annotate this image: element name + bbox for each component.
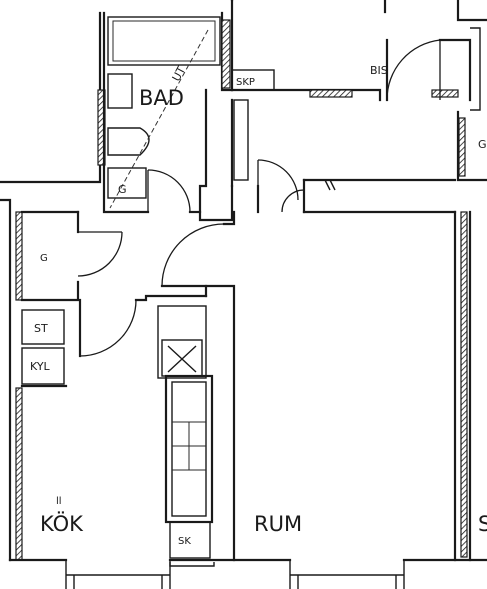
bathroom [102, 11, 234, 222]
counter-grid [172, 421, 206, 471]
toilet [107, 127, 150, 156]
wall-hatch-bath-right [221, 19, 231, 89]
door-arc-entrance [386, 39, 441, 101]
interior-walls [20, 178, 457, 562]
label-sk: SK [178, 536, 191, 547]
door-arc-bath [147, 169, 191, 213]
wall-hatch-kitchen-upper [15, 211, 23, 301]
label-kyl: KYL [30, 360, 51, 373]
closet-area [230, 0, 387, 214]
label-rum: RUM [254, 512, 302, 536]
label-tick: ll [56, 496, 62, 507]
label-g-right: G [478, 138, 487, 151]
bathtub-inner [112, 20, 216, 62]
box-kyl [21, 347, 65, 385]
label-bad: BAD [139, 86, 184, 110]
door-arc-hall-closet [77, 231, 123, 277]
closet-strip [233, 99, 249, 181]
label-skp: SKP [236, 77, 255, 88]
box-sk [169, 521, 211, 559]
cabinet-bath [107, 167, 147, 199]
box-st [21, 309, 65, 345]
stove [161, 339, 203, 377]
wall-hatch-top-center [309, 89, 353, 98]
door-marks-room [324, 179, 336, 191]
wall-hatch-entrance [431, 89, 459, 98]
door-arc-closet [257, 159, 299, 201]
counter-base [169, 562, 215, 567]
door-arc-room [161, 223, 225, 287]
ventilation-line [109, 29, 209, 209]
label-st: ST [34, 322, 48, 335]
exterior-walls [0, 11, 487, 589]
kitchen-counter [157, 305, 215, 567]
label-g-hall: G [40, 253, 48, 264]
wall-hatch-right-g [458, 117, 466, 177]
label-kok: KÖK [40, 511, 84, 536]
label-edge-s: S [478, 512, 487, 536]
label-ut: UT [170, 64, 189, 83]
washbasin [107, 73, 133, 109]
window-room [289, 560, 405, 589]
stove-cross [167, 345, 197, 373]
wall-hatch-room-right [460, 211, 468, 558]
window-kitchen [65, 560, 171, 589]
labels: BAD KÖK RUM SKP BIS ST KYL SK G G G UT S… [30, 64, 487, 547]
door-jamb-entrance [470, 27, 481, 111]
counter-upper [157, 305, 207, 379]
wall-hatch-kitchen-lower [15, 387, 23, 561]
entrance-area [385, 0, 487, 182]
door-arc-kitchen [79, 299, 137, 357]
label-bis: BIS [370, 64, 388, 77]
label-g-bath: G [118, 183, 127, 196]
door-swing-room-top [281, 189, 305, 213]
bathtub [107, 16, 221, 66]
counter-sink [171, 381, 207, 517]
